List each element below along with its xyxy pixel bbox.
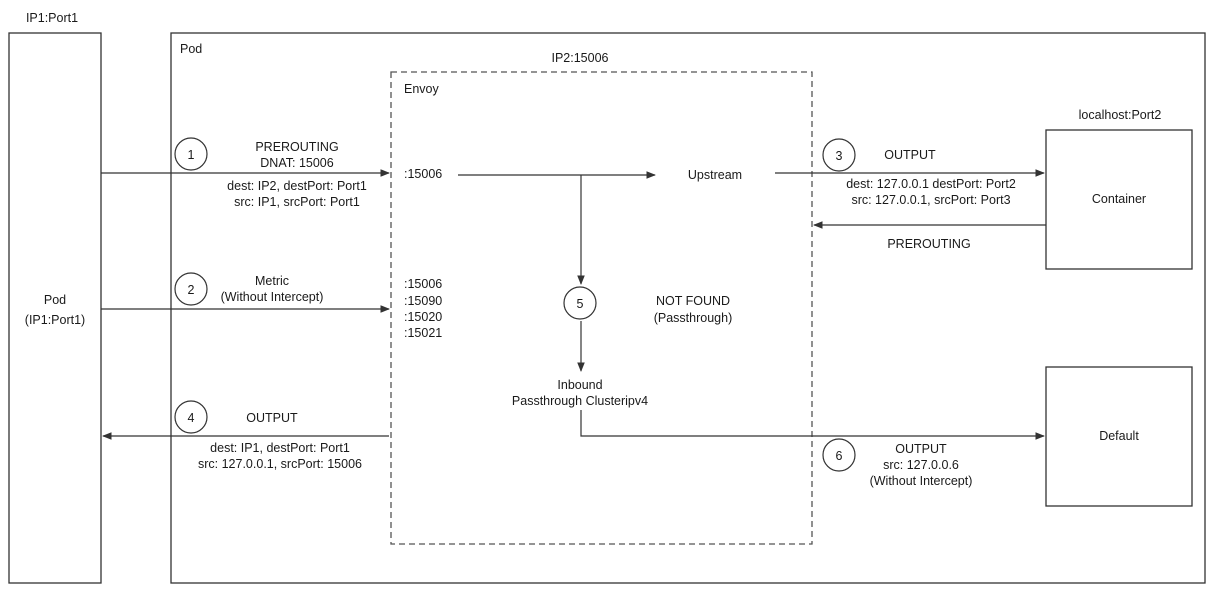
container-address-label: localhost:Port2 <box>1079 108 1162 122</box>
step-4-detail: dest: IP1, destPort: Port1 <box>210 441 350 455</box>
step-6-label-line3: (Without Intercept) <box>870 474 973 488</box>
envoy-address-label: IP2:15006 <box>552 51 609 65</box>
envoy-box <box>390 71 813 545</box>
step-6-number: 6 <box>836 449 843 463</box>
step-6-label-line2: src: 127.0.0.6 <box>883 458 959 472</box>
arrow-inbound-to-default <box>580 410 1045 440</box>
envoy-port-list-item: :15021 <box>404 326 442 340</box>
not-found-label: NOT FOUND <box>656 294 730 308</box>
step-2-label-line2: (Without Intercept) <box>221 290 324 304</box>
pod-container-label: Pod <box>180 42 202 56</box>
step-4-label: OUTPUT <box>246 411 298 425</box>
step-2-label: Metric <box>255 274 289 288</box>
envoy-port-list-item: :15006 <box>404 277 442 291</box>
step-4-detail-line2: src: 127.0.0.1, srcPort: 15006 <box>198 457 362 471</box>
default-box <box>1045 366 1193 507</box>
left-pod-address-label: IP1:Port1 <box>26 11 78 25</box>
not-found-label-line2: (Passthrough) <box>654 311 733 325</box>
envoy-port-list-item: :15090 <box>404 294 442 308</box>
step-4-number: 4 <box>188 411 195 425</box>
envoy-port-list-item: :15020 <box>404 310 442 324</box>
inbound-label: Inbound <box>557 378 602 392</box>
step-1-number: 1 <box>188 148 195 162</box>
envoy-label: Envoy <box>404 82 439 96</box>
step-1-detail: dest: IP2, destPort: Port1 <box>227 179 367 193</box>
step-5-marker <box>563 286 597 320</box>
container-label: Container <box>1092 192 1146 206</box>
step-6-label: OUTPUT <box>895 442 947 456</box>
step-4-marker <box>174 400 208 434</box>
step-1-label: PREROUTING <box>255 140 338 154</box>
container-box <box>1045 129 1193 270</box>
step-3-detail-line2: src: 127.0.0.1, srcPort: Port3 <box>851 193 1010 207</box>
inbound-label-line2: Passthrough Clusteripv4 <box>512 394 648 408</box>
step-1-label-line2: DNAT: 15006 <box>260 156 333 170</box>
default-label: Default <box>1099 429 1139 443</box>
left-pod-box <box>8 32 102 584</box>
step-5-number: 5 <box>577 297 584 311</box>
envoy-port-15006: :15006 <box>404 167 442 181</box>
left-pod-address: (IP1:Port1) <box>25 313 85 327</box>
upstream-label: Upstream <box>688 168 742 182</box>
step-3-detail: dest: 127.0.0.1 destPort: Port2 <box>846 177 1016 191</box>
step-2-number: 2 <box>188 283 195 297</box>
step-3-label: OUTPUT <box>884 148 936 162</box>
step-1-marker <box>174 137 208 171</box>
step-6-marker <box>822 438 856 472</box>
left-pod-name: Pod <box>44 293 66 307</box>
step-3-marker <box>822 138 856 172</box>
container-return-label: PREROUTING <box>887 237 970 251</box>
step-3-number: 3 <box>836 149 843 163</box>
step-1-detail-line2: src: IP1, srcPort: Port1 <box>234 195 360 209</box>
step-2-marker <box>174 272 208 306</box>
pod-container-box <box>170 32 1206 584</box>
